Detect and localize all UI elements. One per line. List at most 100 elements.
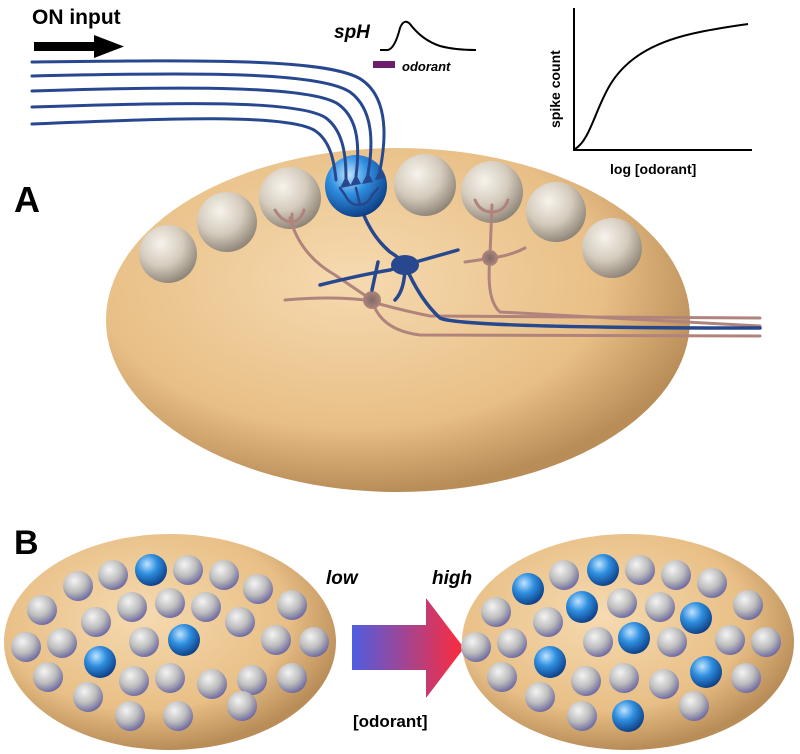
- glomerulus: [733, 590, 763, 620]
- glomerulus: [461, 632, 491, 662]
- glomerulus-active: [135, 554, 167, 586]
- glomerulus-active: [84, 646, 116, 678]
- glomerulus: [526, 182, 586, 242]
- on-axons: [30, 59, 386, 182]
- glomerulus: [155, 663, 185, 693]
- glomerulus: [697, 568, 727, 598]
- panel-a-label: A: [14, 179, 40, 220]
- active-mitral-soma: [391, 255, 419, 275]
- glomerulus: [191, 592, 221, 622]
- glomerulus: [259, 167, 321, 229]
- glomerulus: [607, 588, 637, 618]
- glomerulus-active: [168, 624, 200, 656]
- panel-a: ON input spH odorant log [odorant] spike…: [14, 6, 762, 492]
- on-input-label: ON input: [32, 6, 121, 29]
- mitral-soma: [363, 291, 381, 309]
- glomerulus: [661, 560, 691, 590]
- odorant-axis-label: [odorant]: [353, 712, 428, 731]
- glomerulus: [261, 625, 291, 655]
- glomeruli-row: [139, 154, 642, 283]
- glomerulus: [715, 625, 745, 655]
- glomerulus: [571, 666, 601, 696]
- glomeruli-low: [11, 554, 329, 731]
- glomerulus: [549, 560, 579, 590]
- glomerulus: [197, 669, 227, 699]
- glomerulus: [567, 701, 597, 731]
- inset-chart: log [odorant] spike count: [547, 8, 752, 177]
- glomerulus: [461, 161, 523, 223]
- glomerulus: [119, 666, 149, 696]
- glomerulus-active: [680, 602, 712, 634]
- glomerulus: [243, 574, 273, 604]
- glomerulus: [497, 628, 527, 658]
- odorant-stimulus-label: odorant: [402, 59, 451, 74]
- glomerulus: [11, 632, 41, 662]
- inset-curve: [574, 23, 749, 150]
- glomerulus: [645, 592, 675, 622]
- odorant-stimulus-bar: [373, 61, 395, 68]
- glomerulus: [139, 225, 197, 283]
- glomerulus: [27, 595, 57, 625]
- glomerulus: [63, 571, 93, 601]
- glomerulus: [609, 663, 639, 693]
- glomerulus-dendrite-tuft: [338, 186, 380, 207]
- glomerulus-active: [618, 622, 650, 654]
- inset-x-label: log [odorant]: [610, 161, 696, 177]
- mitral-soma: [482, 250, 498, 266]
- mitral-cell-left: [273, 208, 762, 338]
- glomerulus-active: [566, 591, 598, 623]
- inset-y-label: spike count: [547, 50, 563, 128]
- glomerulus-active: [587, 554, 619, 586]
- glomerulus-active: [534, 646, 566, 678]
- glomerulus: [197, 192, 257, 252]
- glomerulus: [33, 662, 63, 692]
- glomerulus: [129, 627, 159, 657]
- glomerulus: [299, 627, 329, 657]
- glomerulus: [394, 154, 456, 216]
- panel-b-label: B: [14, 524, 39, 562]
- glomerulus: [751, 627, 781, 657]
- glomerulus-active: [512, 573, 544, 605]
- high-label: high: [432, 568, 472, 589]
- glomerulus: [657, 627, 687, 657]
- glomerulus: [731, 663, 761, 693]
- axon-terminals: [340, 168, 386, 188]
- glomerulus: [225, 607, 255, 637]
- sph-trace: [380, 20, 477, 51]
- glomerulus-active: [612, 700, 644, 732]
- glomerulus: [649, 669, 679, 699]
- glomerulus: [155, 588, 185, 618]
- glomerulus: [173, 555, 203, 585]
- glomerulus: [237, 665, 267, 695]
- glomerulus: [487, 662, 517, 692]
- glomerulus: [679, 691, 709, 721]
- glomeruli-high: [461, 554, 781, 732]
- concentration-arrow: [352, 598, 464, 698]
- sph-label: spH: [334, 22, 371, 43]
- low-label: low: [326, 568, 359, 589]
- glomerulus: [583, 627, 613, 657]
- panel-b: B: [4, 524, 794, 750]
- glomerulus: [533, 607, 563, 637]
- glomerulus: [115, 701, 145, 731]
- glomerulus: [73, 682, 103, 712]
- glomerulus-active: [690, 656, 722, 688]
- glomerulus: [81, 607, 111, 637]
- glomerulus: [277, 590, 307, 620]
- glomerulus: [47, 628, 77, 658]
- glomerulus: [117, 592, 147, 622]
- glomerulus: [277, 663, 307, 693]
- glomerulus: [163, 701, 193, 731]
- mitral-cell-right: [463, 198, 762, 328]
- glomerulus: [625, 555, 655, 585]
- active-mitral-cell: [318, 203, 762, 330]
- active-glomerulus: [325, 155, 387, 217]
- glomerulus: [227, 691, 257, 721]
- glomerulus: [582, 218, 642, 278]
- glomerulus: [209, 560, 239, 590]
- on-input-arrow: [34, 35, 124, 58]
- glomerulus: [525, 682, 555, 712]
- glomerulus: [481, 597, 511, 627]
- glomerulus: [98, 560, 128, 590]
